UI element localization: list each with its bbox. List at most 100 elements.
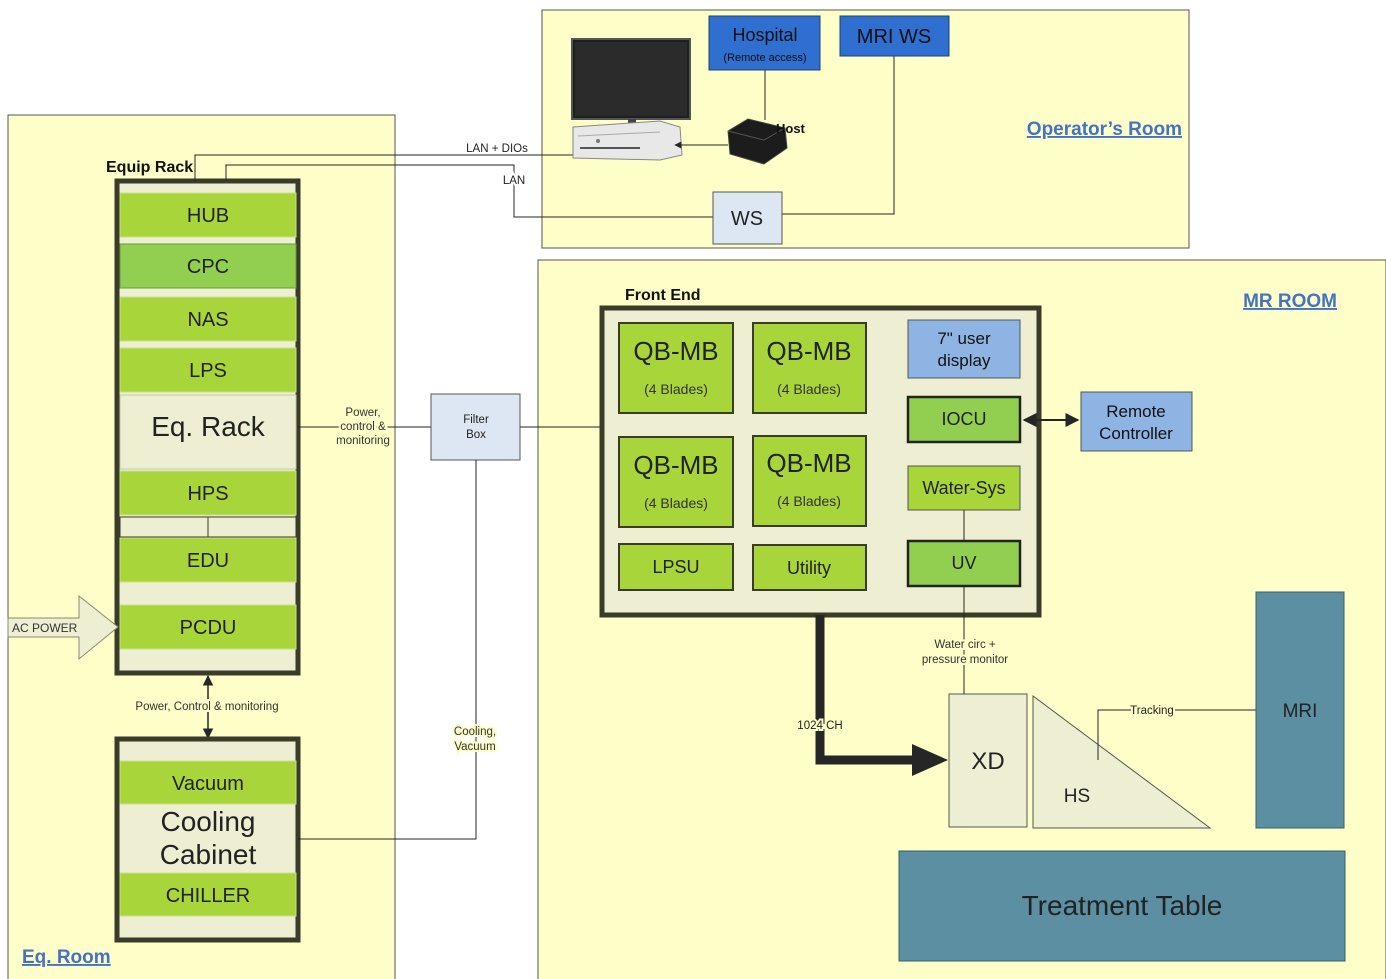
qb-mb-4-label: QB-MB bbox=[766, 448, 851, 478]
mri-ws-box[interactable]: MRI WS bbox=[839, 15, 950, 57]
rack-module-cpc[interactable]: CPC bbox=[119, 243, 297, 289]
qb-mb-1[interactable]: QB-MB (4 Blades) bbox=[618, 322, 734, 414]
mriws-ws-link bbox=[782, 56, 895, 215]
xd-label: XD bbox=[971, 748, 1004, 775]
water-sys-label: Water-Sys bbox=[922, 478, 1005, 498]
remote-controller-label-2: Controller bbox=[1099, 424, 1173, 443]
user-display-label-1: 7" user bbox=[937, 329, 991, 348]
eq-room-label: Eq. Room bbox=[22, 947, 111, 968]
host-label: Host bbox=[776, 121, 806, 136]
cooling-cabinet-title-2: Cabinet bbox=[160, 839, 257, 870]
lan-label: LAN bbox=[503, 175, 525, 187]
hs-label: HS bbox=[1064, 786, 1090, 807]
mr-room-label: MR ROOM bbox=[1243, 291, 1337, 312]
user-display-label-2: display bbox=[938, 351, 991, 370]
nas-label: NAS bbox=[187, 309, 228, 331]
svg-text:Water circ +: Water circ + bbox=[934, 639, 996, 651]
rack-module-hps[interactable]: HPS bbox=[119, 470, 297, 516]
equip-rack-title: Equip Rack bbox=[106, 159, 193, 176]
rack-module-edu[interactable]: EDU bbox=[119, 537, 297, 583]
filter-box[interactable]: Filter Box bbox=[430, 393, 521, 461]
svg-text:control &: control & bbox=[340, 421, 386, 433]
utility-label: Utility bbox=[787, 558, 831, 578]
treatment-table[interactable]: Treatment Table bbox=[898, 850, 1346, 962]
qb-mb-1-sublabel: (4 Blades) bbox=[644, 381, 708, 397]
lan-dios-link bbox=[194, 154, 573, 181]
uv-module[interactable]: UV bbox=[906, 539, 1022, 588]
uv-label: UV bbox=[951, 553, 976, 573]
qb-mb-4-sublabel: (4 Blades) bbox=[777, 493, 841, 509]
hps-label: HPS bbox=[187, 483, 228, 505]
svg-text:monitoring: monitoring bbox=[336, 435, 390, 447]
ac-power-label: AC POWER bbox=[12, 621, 78, 635]
ws-label: WS bbox=[731, 208, 763, 230]
channels-label: 1024 CH bbox=[797, 720, 842, 732]
cpc-label: CPC bbox=[187, 256, 229, 278]
cooling-module-vacuum[interactable]: Vacuum bbox=[119, 760, 297, 805]
iocu-label: IOCU bbox=[942, 409, 987, 429]
mri-label: MRI bbox=[1283, 701, 1318, 722]
qb-mb-3-sublabel: (4 Blades) bbox=[644, 495, 708, 511]
lan-link bbox=[225, 164, 713, 218]
lpsu-module[interactable]: LPSU bbox=[618, 543, 734, 591]
hospital-sublabel: (Remote access) bbox=[723, 52, 806, 64]
cooling-vacuum-label: Cooling, Vacuum bbox=[452, 724, 498, 755]
ac-power-arrow: AC POWER bbox=[7, 594, 119, 661]
rack-module-hub[interactable]: HUB bbox=[119, 192, 297, 238]
remote-controller-label-1: Remote bbox=[1106, 402, 1166, 421]
qb-mb-4[interactable]: QB-MB (4 Blades) bbox=[752, 435, 867, 527]
rack-module-eq-rack: Eq. Rack bbox=[119, 394, 297, 470]
remote-controller[interactable]: Remote Controller bbox=[1080, 391, 1193, 452]
utility-module[interactable]: Utility bbox=[752, 544, 867, 591]
hospital-box[interactable]: Hospital (Remote access) bbox=[708, 15, 821, 71]
cooling-cabinet-title-1: Cooling bbox=[161, 806, 256, 837]
cooling-module-chiller[interactable]: CHILLER bbox=[119, 872, 297, 917]
qb-mb-3[interactable]: QB-MB (4 Blades) bbox=[618, 436, 734, 528]
rack-module-nas[interactable]: NAS bbox=[119, 296, 297, 342]
pcdu-label: PCDU bbox=[180, 617, 237, 639]
lpsu-label: LPSU bbox=[652, 557, 699, 577]
lan-dios-label: LAN + DIOs bbox=[466, 143, 528, 155]
water-sys-module[interactable]: Water-Sys bbox=[907, 465, 1021, 511]
rack-cooling-link-label: Power, Control & monitoring bbox=[135, 701, 278, 713]
qb-mb-2[interactable]: QB-MB (4 Blades) bbox=[752, 322, 867, 414]
qb-mb-2-sublabel: (4 Blades) bbox=[777, 381, 841, 397]
hub-label: HUB bbox=[187, 205, 229, 227]
svg-text:Power,: Power, bbox=[345, 407, 380, 419]
qb-mb-2-label: QB-MB bbox=[766, 336, 851, 366]
rack-module-lps[interactable]: LPS bbox=[119, 347, 297, 393]
host-device-icon bbox=[727, 118, 788, 165]
rack-module-pcdu[interactable]: PCDU bbox=[119, 604, 297, 650]
lps-label: LPS bbox=[189, 360, 227, 382]
chiller-label: CHILLER bbox=[166, 885, 250, 907]
svg-text:pressure monitor: pressure monitor bbox=[922, 654, 1008, 666]
user-display[interactable]: 7" user display bbox=[907, 319, 1021, 379]
xd-device[interactable]: XD bbox=[948, 693, 1028, 828]
qb-mb-3-label: QB-MB bbox=[633, 450, 718, 480]
front-end-title: Front End bbox=[625, 287, 701, 304]
monitor-icon bbox=[571, 38, 691, 125]
tracking-label: Tracking bbox=[1130, 705, 1174, 717]
eq-rack-label: Eq. Rack bbox=[151, 411, 266, 442]
edu-label: EDU bbox=[187, 550, 229, 572]
svg-text:Cooling,: Cooling, bbox=[454, 726, 496, 738]
hs-device[interactable]: HS bbox=[1032, 695, 1212, 829]
tracking-link bbox=[1097, 709, 1256, 760]
hospital-label: Hospital bbox=[732, 25, 797, 45]
mri-ws-label: MRI WS bbox=[857, 26, 931, 48]
treatment-table-label: Treatment Table bbox=[1022, 890, 1223, 921]
filter-box-label-2: Box bbox=[466, 429, 486, 441]
power-control-monitoring-label: Power, control & monitoring bbox=[334, 405, 392, 449]
svg-text:Vacuum: Vacuum bbox=[454, 741, 495, 753]
ws-box[interactable]: WS bbox=[712, 191, 783, 245]
iocu-module[interactable]: IOCU bbox=[906, 395, 1022, 444]
channels-arrowhead bbox=[912, 744, 948, 776]
filter-box-label-1: Filter bbox=[463, 414, 489, 426]
channels-link bbox=[815, 615, 920, 765]
mri-device[interactable]: MRI bbox=[1255, 591, 1345, 829]
vacuum-label: Vacuum bbox=[172, 773, 244, 795]
computer-unit-icon bbox=[572, 120, 683, 161]
water-circ-label: Water circ + pressure monitor bbox=[920, 637, 1010, 668]
